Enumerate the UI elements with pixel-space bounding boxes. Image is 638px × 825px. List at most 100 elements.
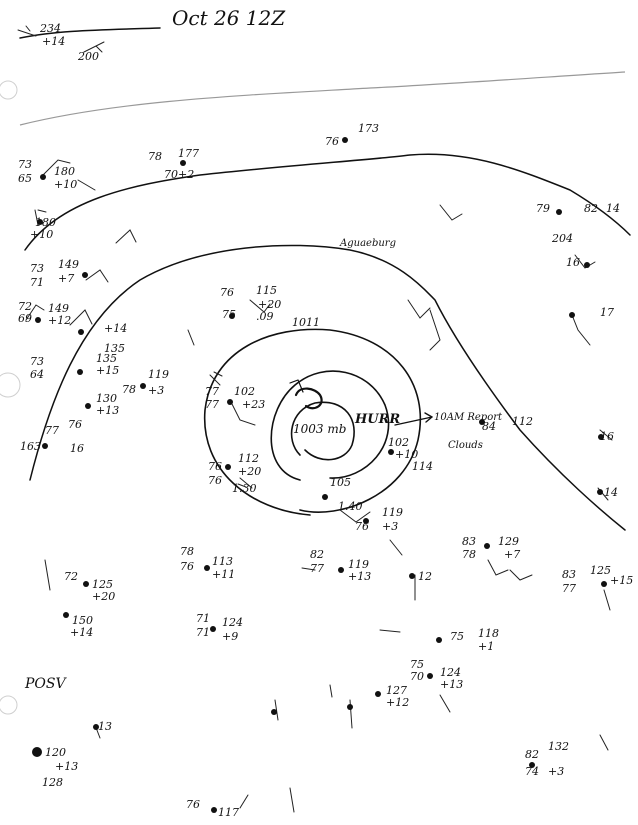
- station-value: 180: [54, 165, 75, 178]
- station-value: 200: [77, 50, 99, 63]
- station-value: 78: [148, 150, 162, 163]
- station-value: +3: [548, 765, 564, 778]
- legend-code: POSV: [24, 676, 67, 692]
- station-value: 16: [70, 442, 84, 455]
- station-value: 114: [412, 460, 433, 473]
- station-value: 119: [148, 368, 169, 381]
- station-value: 105: [330, 476, 351, 489]
- station-value: 78: [122, 383, 136, 396]
- station-value: +14: [104, 322, 127, 335]
- station-value: +23: [242, 398, 265, 411]
- station-value: 130: [96, 392, 117, 405]
- station-s-127: 127+12: [386, 684, 409, 709]
- isobar-label: 1011: [292, 316, 320, 329]
- station-value: 76: [180, 560, 194, 573]
- station-value: +15: [96, 364, 119, 377]
- station-s-130: 130+13: [96, 392, 119, 417]
- station-value: 73: [30, 262, 44, 275]
- station-value: 1.30: [232, 482, 257, 495]
- station-value: 234: [39, 22, 61, 35]
- wind-barbs: [17, 25, 613, 813]
- station-value: 84: [482, 420, 496, 433]
- station-value: 77: [205, 385, 219, 398]
- station-value: 129: [498, 535, 519, 548]
- station-s-150: 150+14: [70, 614, 93, 639]
- station-value: 70: [410, 670, 424, 683]
- station-value: 76: [208, 474, 222, 487]
- station-value: 14: [604, 486, 618, 499]
- report-label: 10AM Report: [434, 412, 503, 423]
- observation-text: Clouds: [448, 440, 483, 451]
- station-value: +1: [478, 640, 494, 653]
- station-plots: 234+142007365180+10180+107371149+7726914…: [18, 22, 633, 819]
- station-value: 113: [212, 555, 233, 568]
- station-value: +14: [70, 626, 93, 639]
- station-value: 177: [178, 147, 199, 160]
- station-s-17: 17: [600, 306, 614, 319]
- station-s-13: 13: [98, 720, 112, 733]
- binder-holes: [0, 80, 21, 715]
- station-value: 83: [462, 535, 476, 548]
- station-value: 16: [600, 430, 614, 443]
- station-value: 76: [208, 460, 222, 473]
- station-value: 112: [238, 452, 259, 465]
- map-title: Oct 26 12Z: [172, 6, 286, 30]
- station-value: +13: [348, 570, 371, 583]
- station-value: 82: [310, 548, 324, 561]
- station-value: 82: [584, 202, 598, 215]
- station-value: 163: [20, 440, 41, 453]
- station-value: 119: [348, 558, 369, 571]
- station-value: +3: [148, 384, 164, 397]
- station-s-14: 14: [604, 486, 618, 499]
- station-value: 16: [566, 256, 580, 269]
- front-middle: [24, 153, 631, 251]
- station-value: 118: [478, 627, 499, 640]
- station-value: 125: [92, 578, 113, 591]
- station-value: .09: [256, 310, 274, 323]
- station-value: +2: [178, 168, 194, 181]
- station-value: 71: [30, 276, 44, 289]
- station-value: +20: [92, 590, 115, 603]
- station-value: 83: [562, 568, 576, 581]
- station-value: 149: [48, 302, 69, 315]
- station-value: 128: [42, 776, 63, 789]
- station-value: 119: [382, 506, 403, 519]
- station-value: 125: [590, 564, 611, 577]
- isobar-middle: [270, 370, 390, 481]
- station-value: 69: [18, 312, 32, 325]
- station-value: +15: [610, 574, 633, 587]
- place-label: Aguaeburg: [339, 238, 396, 249]
- station-value: 117: [218, 806, 239, 819]
- station-value: 72: [18, 300, 32, 313]
- station-value: 75: [410, 658, 424, 671]
- station-value: 74: [525, 765, 539, 778]
- station-value: 1.40: [338, 500, 363, 513]
- station-dots: [32, 137, 607, 813]
- station-value: 13: [98, 720, 112, 733]
- station-value: 70: [164, 168, 178, 181]
- station-value: 76: [186, 798, 200, 811]
- station-value: 71: [196, 626, 210, 639]
- station-value: +12: [386, 696, 409, 709]
- station-value: 77: [310, 562, 324, 575]
- station-value: 73: [30, 355, 44, 368]
- station-value: +20: [238, 465, 261, 478]
- station-value: 17: [600, 306, 614, 319]
- station-value: 64: [30, 368, 44, 381]
- front-lower: [29, 244, 626, 531]
- station-value: 76: [68, 418, 82, 431]
